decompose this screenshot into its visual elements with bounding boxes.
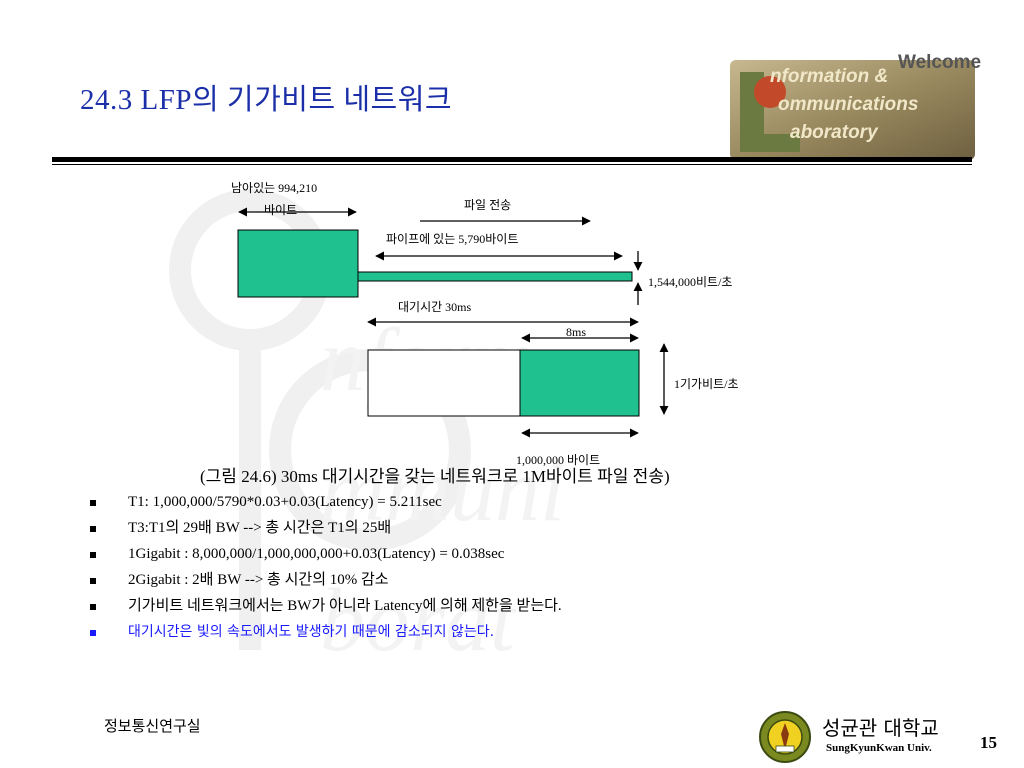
gigabit-data-block (519, 349, 640, 417)
bullet-text: 대기시간은 빛의 속도에서도 발생하기 때문에 감소되지 않는다. (128, 624, 495, 640)
page-number: 15 (980, 733, 997, 752)
gigabit-empty-block (367, 349, 521, 417)
pipe-label: 파이프에 있는 5,790바이트 (386, 232, 519, 246)
figure-caption: (그림 24.6) 30ms 대기시간을 갖는 네트워크로 1M바이트 파일 전… (200, 467, 670, 486)
bullet-item: T1: 1,000,000/5790*0.03+0.03(Latency) = … (90, 492, 950, 518)
svg-text:mmuni: mmuni (320, 441, 565, 540)
bullet-text: 2Gigabit : 2배 BW --> 총 시간의 10% 감소 (128, 572, 389, 588)
bullet-square-icon (90, 604, 96, 610)
latency-label: 대기시간 30ms (398, 300, 472, 314)
logo-text-line2: ommunications (778, 94, 919, 115)
bytes-label: 1,000,000 바이트 (516, 453, 601, 467)
logo-text-line1: nformation & (770, 66, 889, 87)
svg-text:borat: borat (320, 571, 517, 670)
bullet-item: 2Gigabit : 2배 BW --> 총 시간의 10% 감소 (90, 570, 950, 596)
header-rule-thin (52, 164, 972, 165)
bullet-square-icon (90, 500, 96, 506)
bullet-square-icon (90, 526, 96, 532)
bullet-square-icon (90, 578, 96, 584)
bullet-item: 기가비트 네트워크에서는 BW가 아니라 Latency에 의해 제한을 받는다… (90, 596, 950, 622)
bullet-square-icon (90, 552, 96, 558)
file-transfer-label: 파일 전송 (464, 198, 512, 212)
header-rule-thick (52, 157, 972, 162)
logo-graphic (730, 60, 975, 160)
t1-pipe-bar (357, 271, 633, 282)
bullet-text: 1Gigabit : 8,000,000/1,000,000,000+0.03(… (128, 546, 505, 562)
logo-text-line3: aboratory (790, 122, 878, 143)
lab-logo (730, 52, 980, 160)
university-name-en: SungKyunKwan Univ. (826, 742, 932, 754)
logo-welcome-text: Welcome (898, 52, 982, 73)
remaining-label-1: 남아있는 994,210 (231, 181, 318, 195)
bullet-item: T3:T1의 29배 BW --> 총 시간은 T1의 25배 (90, 518, 950, 544)
bullet-square-icon (90, 630, 96, 636)
bullet-item-highlighted: 대기시간은 빛의 속도에서도 발생하기 때문에 감소되지 않는다. (90, 622, 950, 648)
bullet-item: 1Gigabit : 8,000,000/1,000,000,000+0.03(… (90, 544, 950, 570)
bullet-text: T1: 1,000,000/5790*0.03+0.03(Latency) = … (128, 494, 442, 510)
t1-remaining-block (237, 229, 359, 298)
gigabit-rate-label: 1기가비트/초 (674, 377, 739, 391)
slide-title: 24.3 LFP의 기가비트 네트워크 (80, 84, 453, 116)
bullet-text: 기가비트 네트워크에서는 BW가 아니라 Latency에 의해 제한을 받는다… (128, 598, 562, 614)
university-seal-icon (759, 711, 811, 763)
university-name: 성균관 대학교 (822, 716, 939, 740)
t1-rate-label: 1,544,000비트/초 (648, 275, 733, 289)
footer-lab-name: 정보통신연구실 (104, 717, 201, 735)
remaining-label-2: 바이트 (264, 203, 298, 217)
ms8-label: 8ms (566, 325, 587, 339)
bullet-text: T3:T1의 29배 BW --> 총 시간은 T1의 25배 (128, 520, 392, 536)
bullet-list: T1: 1,000,000/5790*0.03+0.03(Latency) = … (90, 492, 950, 648)
